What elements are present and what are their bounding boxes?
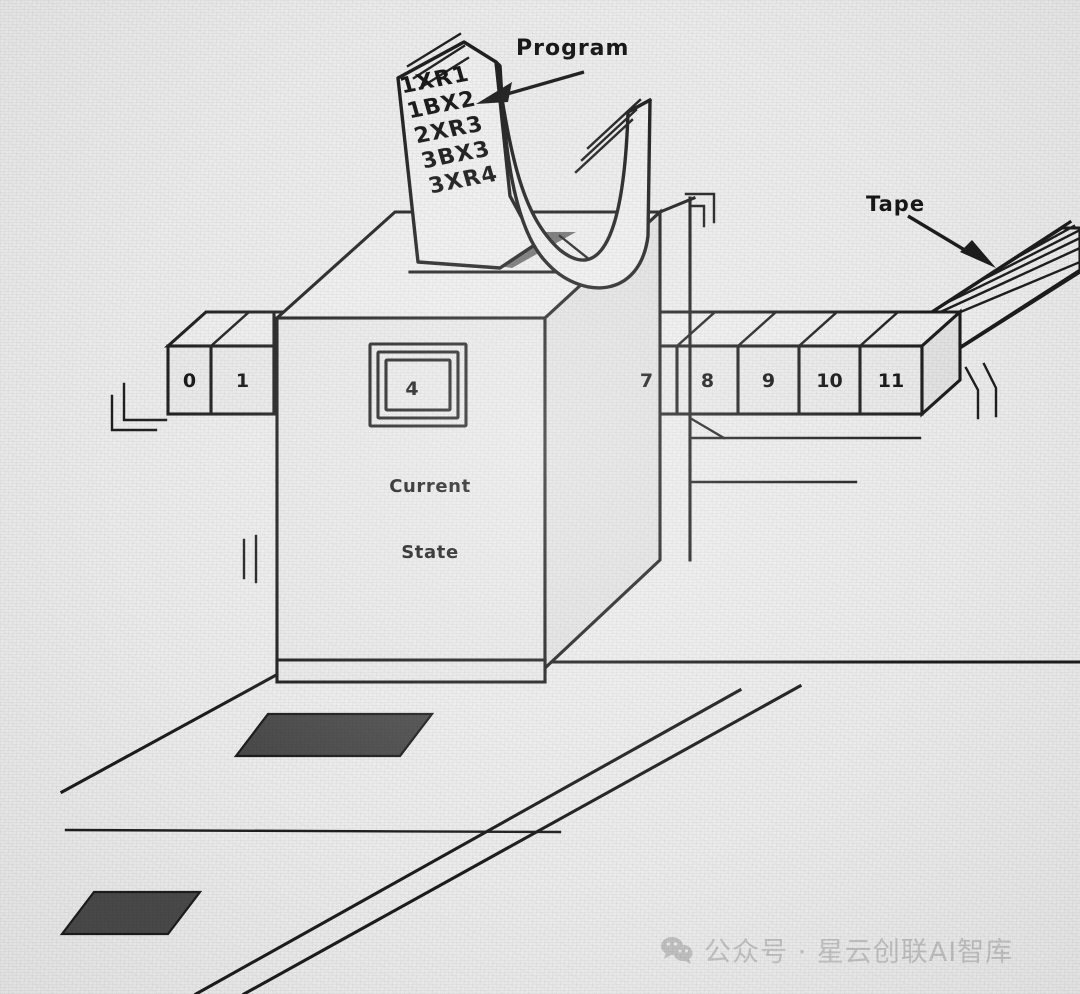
tape-cell-label: 10	[816, 370, 843, 392]
machine-right-leaders	[688, 416, 922, 484]
break-mark-paper-left	[406, 32, 470, 90]
tape-cell-label: 7	[639, 370, 654, 392]
floor-shadow-marks	[59, 712, 435, 936]
tape-cell-label: 8	[700, 370, 715, 392]
current-state-caption-line1: Current	[389, 476, 471, 497]
current-state-display[interactable]	[368, 342, 468, 428]
corner-bracket-left	[110, 382, 168, 432]
break-mark-paper-right	[574, 98, 642, 174]
tape-callout-arrow	[907, 214, 996, 268]
machine-body	[272, 208, 664, 684]
tape-cell-label: 1	[235, 370, 250, 392]
program-callout-arrow	[476, 70, 585, 104]
current-state-caption-line2: State	[401, 542, 459, 563]
tape-cell-label: 9	[761, 370, 776, 392]
break-mark-right	[964, 362, 998, 420]
current-state-value: 4	[405, 378, 419, 400]
tape-cells-right	[611, 308, 965, 418]
floor-plane	[59, 659, 1080, 994]
tape-cell-label: 0	[182, 370, 197, 392]
tape-cell-label: 11	[877, 370, 905, 392]
program-paper	[396, 40, 653, 290]
program-label: Program	[516, 36, 630, 61]
break-mark-machine-left	[242, 534, 258, 584]
tape-label: Tape	[866, 192, 926, 216]
corner-bracket-machine	[657, 192, 716, 562]
current-state-caption: Current State	[360, 432, 500, 608]
